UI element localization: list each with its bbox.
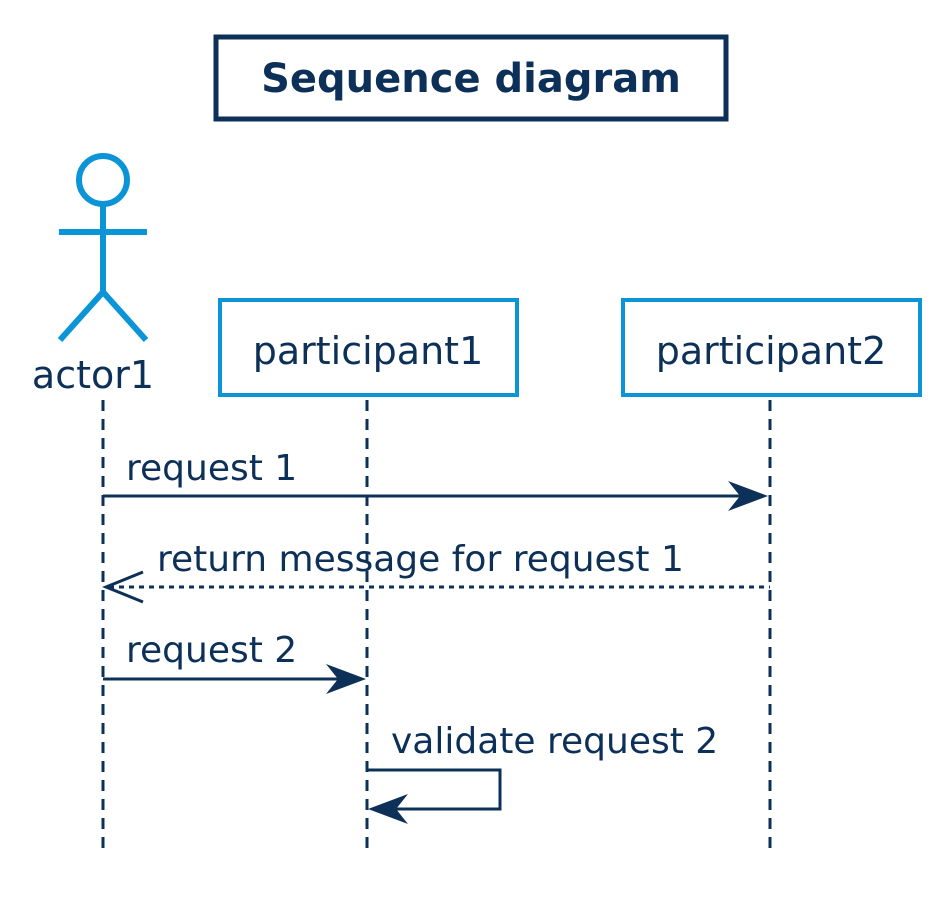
- participant-box: [621, 298, 922, 397]
- message-label: request 2: [126, 630, 297, 671]
- message-self-validate: validate request 2: [367, 721, 718, 824]
- message-arrow-line: [367, 768, 502, 811]
- participant-label: participant1: [253, 329, 484, 373]
- actor-actor1: actor1: [32, 153, 154, 397]
- actor-stick-figure-icon: [57, 153, 149, 343]
- open-arrowhead-icon: [102, 570, 144, 604]
- actor-label: actor1: [32, 353, 154, 397]
- title-frame: [213, 34, 729, 122]
- arrowhead-icon: [326, 664, 366, 694]
- participant-label: participant2: [656, 329, 887, 373]
- message-request-2: request 2: [103, 630, 366, 694]
- message-label: request 1: [126, 448, 297, 489]
- arrowhead-icon: [728, 481, 768, 511]
- message-label: return message for request 1: [157, 539, 684, 580]
- participant-participant2: participant2: [621, 298, 922, 397]
- message-request-1: request 1: [103, 448, 768, 511]
- diagram-title: Sequence diagram: [213, 34, 729, 122]
- message-return-1: return message for request 1: [102, 539, 770, 604]
- participant-participant1: participant1: [218, 298, 519, 397]
- title-text: Sequence diagram: [261, 56, 681, 102]
- arrowhead-icon: [368, 794, 408, 824]
- message-label: validate request 2: [391, 721, 718, 762]
- participant-box: [218, 298, 519, 397]
